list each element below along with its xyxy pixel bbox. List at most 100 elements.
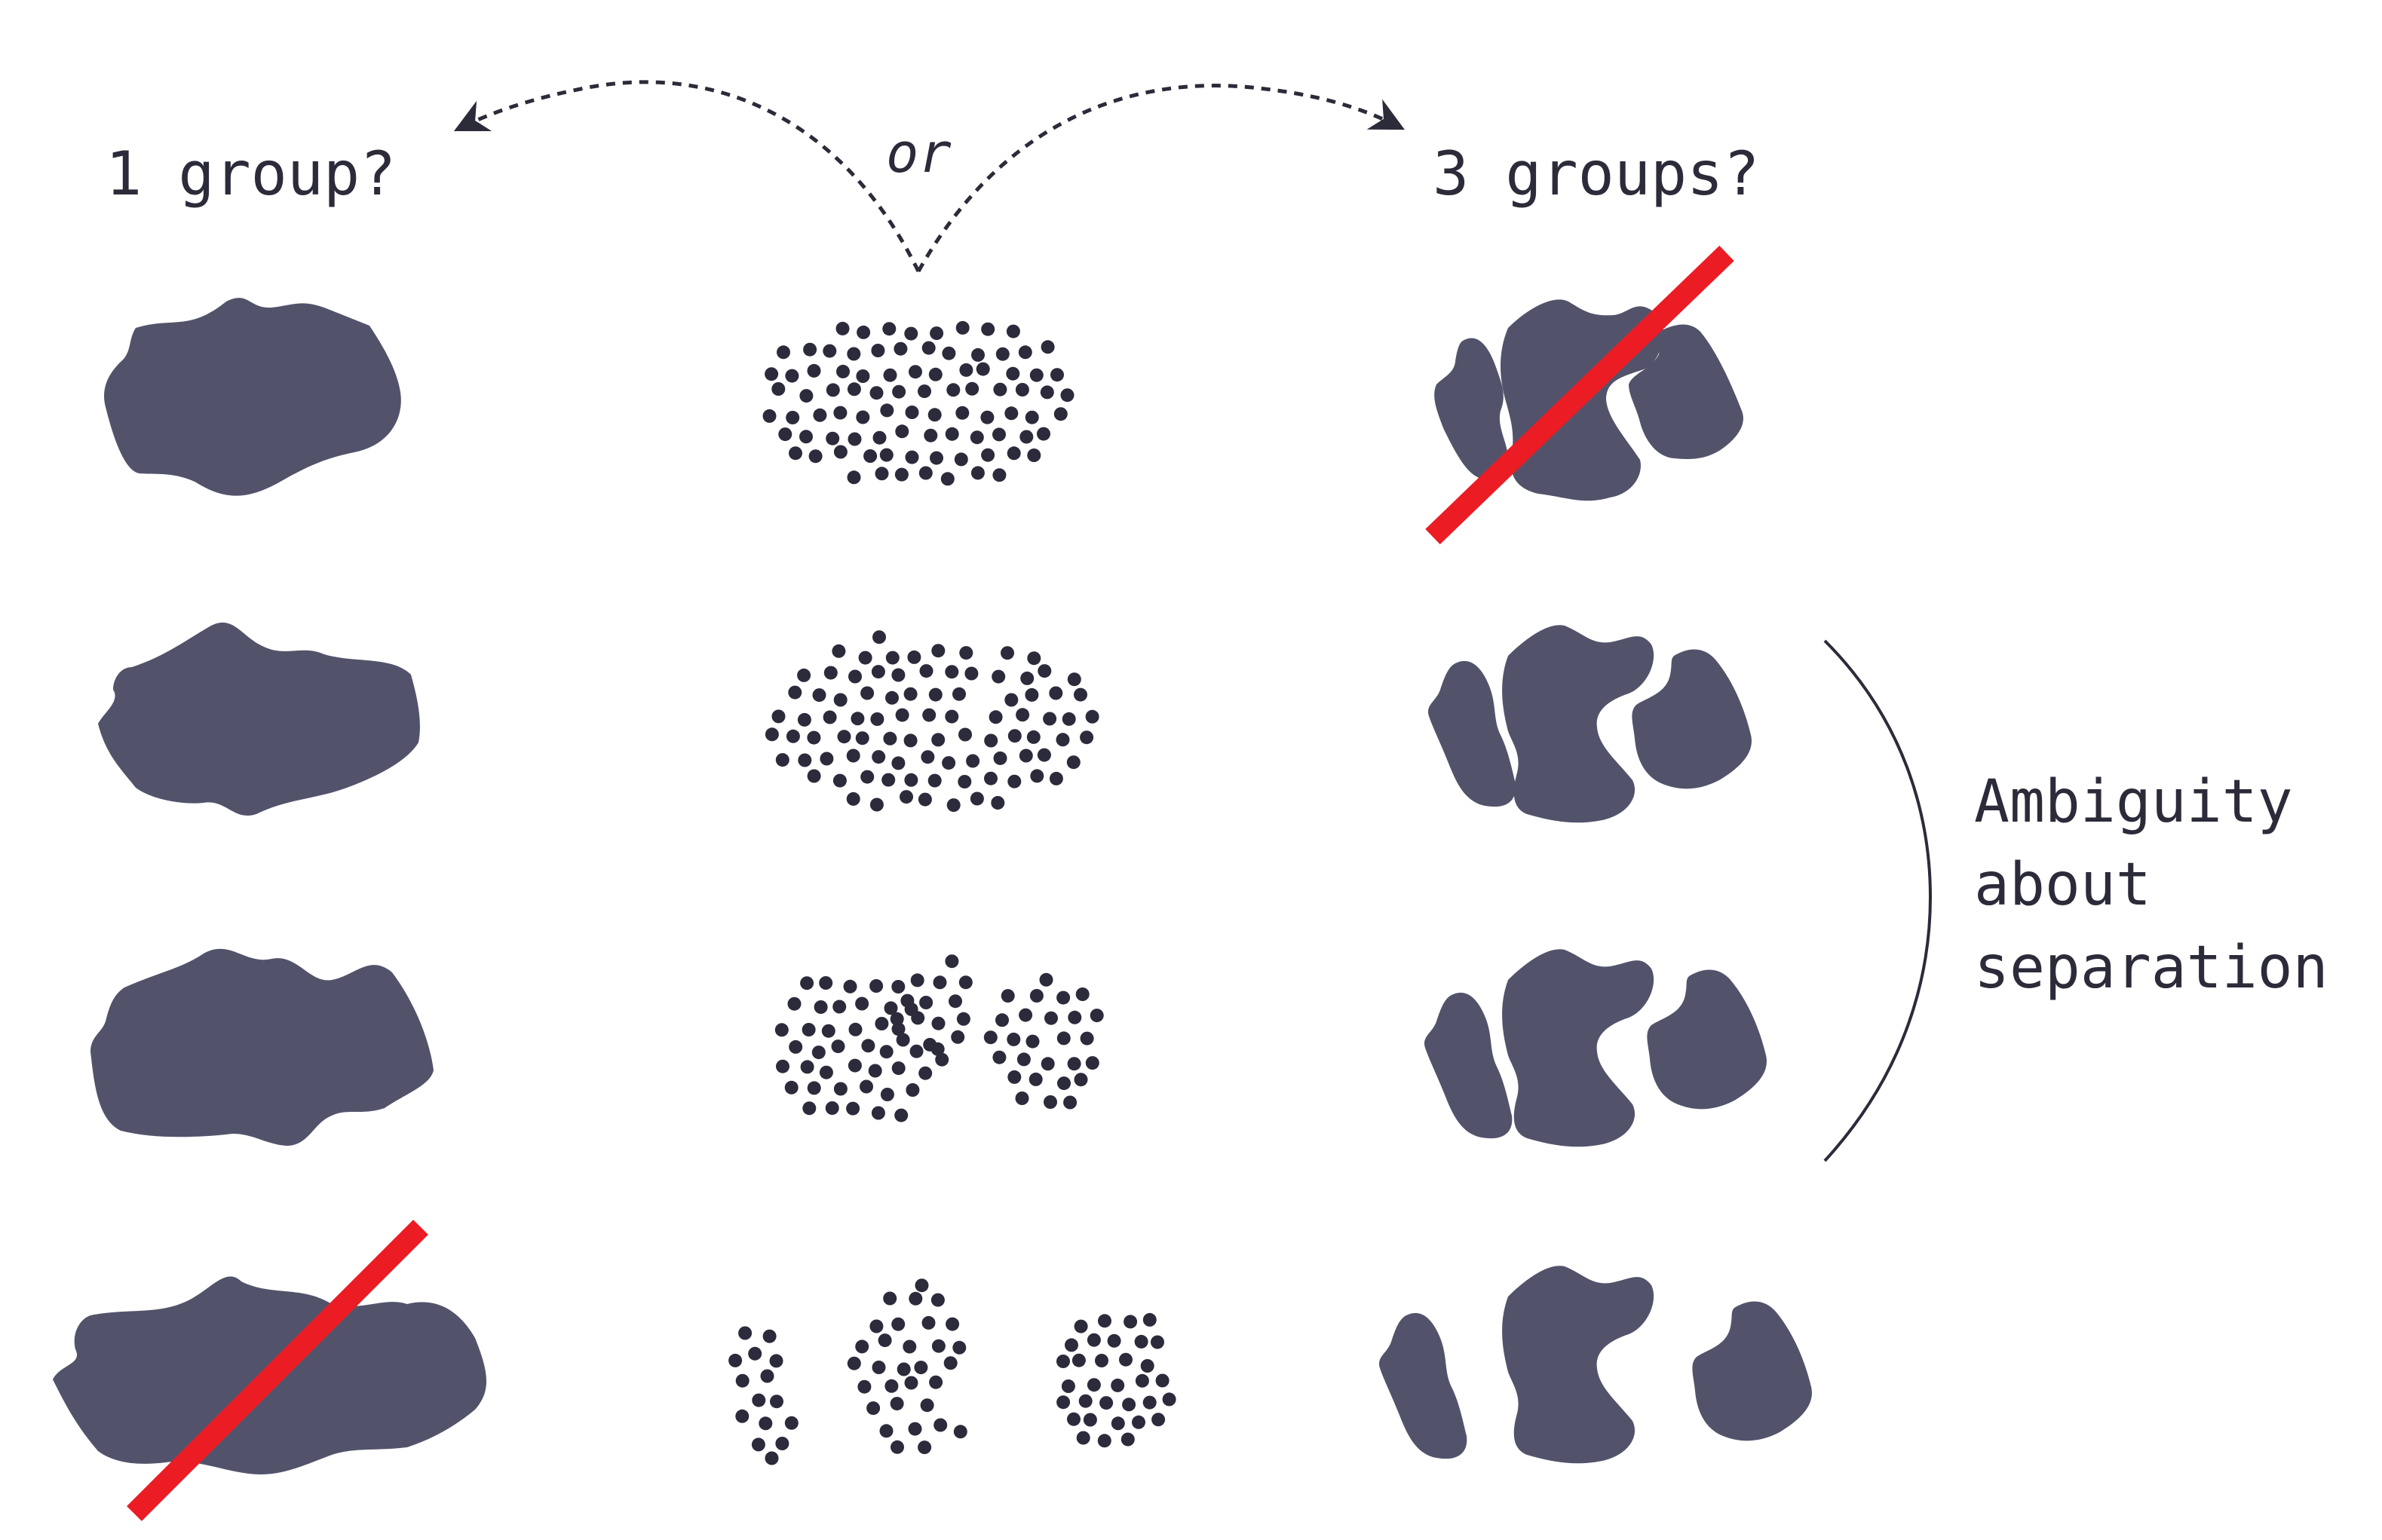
dot: [882, 322, 897, 336]
dot: [1015, 1091, 1029, 1105]
dot: [945, 427, 959, 441]
dot: [1065, 1338, 1078, 1352]
single-blob: [98, 622, 420, 816]
dot: [823, 710, 837, 724]
three-groups-label: 3 groups?: [1433, 139, 1759, 209]
dot: [1019, 430, 1034, 444]
dot: [1151, 1413, 1166, 1427]
dot: [762, 1329, 777, 1343]
dot: [906, 1083, 920, 1097]
ambiguity-label-line-3: separation: [1974, 934, 2328, 1002]
dot: [891, 756, 906, 770]
dot: [802, 1023, 816, 1036]
dot: [1111, 1378, 1125, 1392]
dot: [1007, 774, 1022, 788]
single-blob-row-3: [90, 948, 434, 1146]
dot: [807, 363, 821, 378]
dot: [1056, 1355, 1070, 1368]
dot: [788, 685, 802, 700]
dot: [892, 384, 906, 399]
dot: [819, 1065, 833, 1079]
dot: [777, 345, 790, 360]
red-cross-mark: [1425, 245, 1734, 545]
dot: [797, 668, 811, 682]
dot: [952, 1340, 967, 1355]
dot: [765, 367, 779, 381]
dot: [1056, 733, 1070, 747]
dot: [992, 669, 1006, 684]
dot: [1087, 1378, 1101, 1392]
dot: [1063, 1095, 1078, 1110]
dot: [826, 383, 840, 397]
dot: [1085, 1056, 1099, 1070]
dot: [992, 427, 1006, 442]
dot: [878, 1333, 892, 1348]
triple-blob-right: [1632, 649, 1752, 789]
dot: [1135, 1373, 1149, 1388]
dot: [1142, 1395, 1157, 1410]
dot: [807, 730, 821, 745]
dot: [884, 1001, 898, 1015]
dot: [769, 1354, 783, 1368]
dot: [1075, 987, 1090, 1001]
dot: [836, 364, 850, 378]
dot: [891, 980, 906, 993]
dot: [848, 669, 862, 684]
dot: [875, 1017, 889, 1030]
dot: [799, 430, 813, 444]
dot: [1083, 1413, 1097, 1427]
dot: [1080, 730, 1094, 745]
dot: [1162, 1392, 1176, 1407]
dot: [1056, 990, 1071, 1005]
dot: [942, 346, 956, 360]
dot: [907, 650, 921, 664]
dot: [1132, 1415, 1145, 1429]
dot: [775, 1437, 789, 1450]
dot: [981, 322, 995, 336]
dot: [989, 710, 1003, 724]
dot: [735, 1409, 750, 1423]
dot: [992, 468, 1007, 482]
dot: [995, 347, 1010, 361]
dot: [905, 406, 919, 419]
dot: [945, 709, 959, 724]
dot: [1029, 368, 1044, 382]
dot: [949, 994, 962, 1009]
dot: [1006, 324, 1020, 338]
dot: [847, 347, 861, 361]
dot: [1001, 646, 1014, 660]
dot: [991, 796, 1005, 810]
dot: [955, 320, 970, 335]
dot: [891, 1317, 906, 1331]
dot: [833, 445, 848, 459]
dot: [903, 687, 918, 701]
dot: [735, 1373, 750, 1388]
dot: [1027, 449, 1041, 462]
dot: [808, 449, 823, 464]
dot-cloud-row-1: [762, 320, 1075, 486]
dot: [923, 1037, 937, 1052]
dot: [823, 344, 837, 358]
dot: [880, 403, 894, 418]
dot: [964, 666, 979, 681]
dot: [1062, 712, 1076, 726]
dot: [928, 367, 943, 381]
triple-blobs-row-3: [1424, 949, 1767, 1147]
dot: [800, 976, 814, 990]
dot: [771, 709, 786, 724]
dot: [883, 1291, 897, 1306]
triple-blob-left: [1427, 660, 1516, 807]
dot: [820, 752, 834, 766]
dot: [958, 775, 972, 788]
dot: [765, 1451, 779, 1465]
dot: [811, 1046, 826, 1060]
dot: [1067, 1412, 1081, 1426]
dot: [1071, 1353, 1086, 1367]
dot: [1074, 1319, 1088, 1333]
dot: [1076, 1431, 1090, 1445]
dot: [738, 1326, 753, 1340]
dot: [910, 973, 924, 987]
right-dashed-arrow: [916, 84, 1406, 273]
dot: [752, 1393, 766, 1407]
dot: [784, 1080, 799, 1095]
